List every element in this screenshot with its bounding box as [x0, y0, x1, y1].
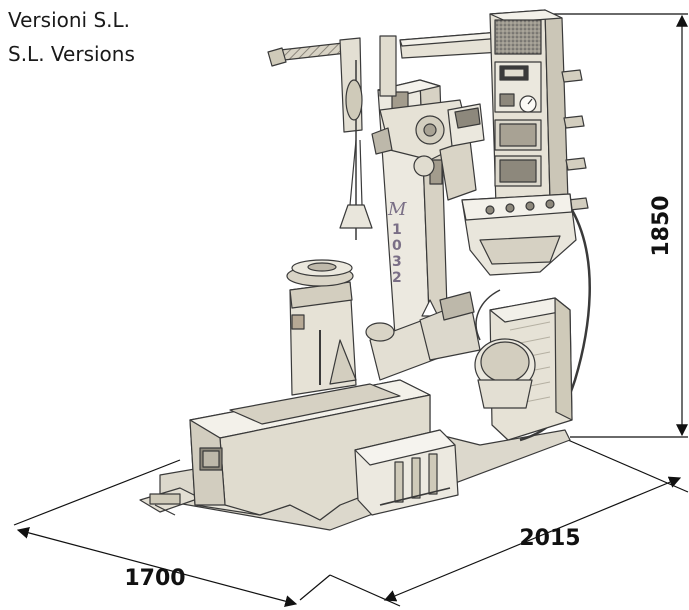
dimension-height: 1850 [649, 195, 674, 256]
bead-press-arm [365, 291, 481, 381]
dimension-length: 2015 [519, 526, 580, 551]
overhead-boom [267, 31, 503, 240]
pedal-box [354, 429, 459, 516]
cabinet-vent-panel [494, 19, 542, 55]
tool-head [371, 99, 485, 201]
svg-text:0: 0 [392, 238, 402, 254]
dimension-width: 1700 [124, 566, 185, 591]
svg-text:3: 3 [392, 254, 402, 270]
caption-italian: Versioni S.L. [8, 8, 131, 32]
control-cabinet [489, 9, 589, 211]
machine: M 1 0 3 2 [139, 9, 591, 531]
control-console [461, 193, 577, 276]
motor-housing [474, 297, 573, 441]
turntable [286, 259, 357, 396]
column-model-mark: 1 [392, 222, 402, 238]
column-brand-mark: M [387, 199, 407, 220]
dimension-lines [13, 13, 689, 608]
caption-english: S.L. Versions [8, 42, 135, 66]
svg-text:2: 2 [392, 270, 402, 286]
